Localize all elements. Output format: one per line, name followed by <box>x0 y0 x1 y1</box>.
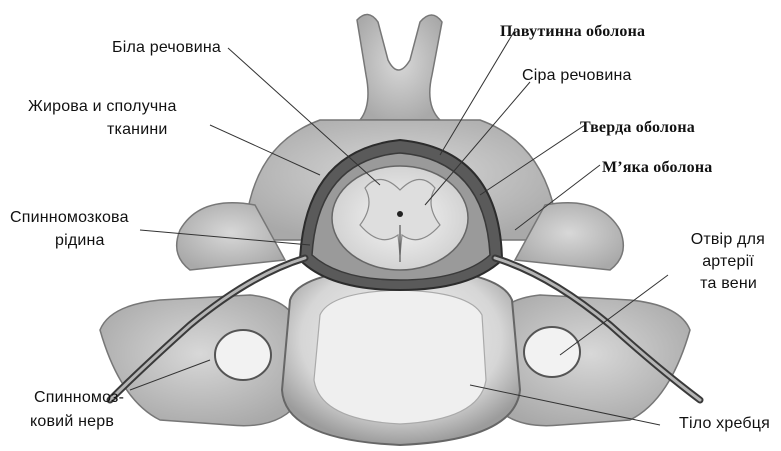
label-grey-matter: Сіра речовина <box>522 66 632 85</box>
label-vertebral-body: Тіло хребця <box>630 414 770 433</box>
label-foramen-3: та вени <box>650 274 757 293</box>
label-white-matter: Біла речовина <box>112 38 221 57</box>
label-arachnoid: Павутинна оболона <box>500 22 645 41</box>
transverse-foramen-right <box>524 327 580 377</box>
label-csf-1: Спинномозкова <box>10 208 129 227</box>
label-foramen-1: Отвір для <box>650 230 765 249</box>
lateral-mass-right <box>490 295 690 426</box>
label-nerve-2: ковий нерв <box>30 412 114 431</box>
label-dura: Тверда оболона <box>580 118 695 137</box>
label-nerve-1: Спинномоз- <box>34 388 124 407</box>
label-pia: М’яка оболона <box>602 158 712 177</box>
label-foramen-2: артерії <box>650 252 754 271</box>
label-fat-connective-1: Жирова и сполучна <box>28 97 177 116</box>
label-csf-2: рідина <box>55 231 105 250</box>
spinous-process <box>357 14 442 120</box>
label-fat-connective-2: тканини <box>107 120 168 139</box>
transverse-foramen-left <box>215 330 271 380</box>
